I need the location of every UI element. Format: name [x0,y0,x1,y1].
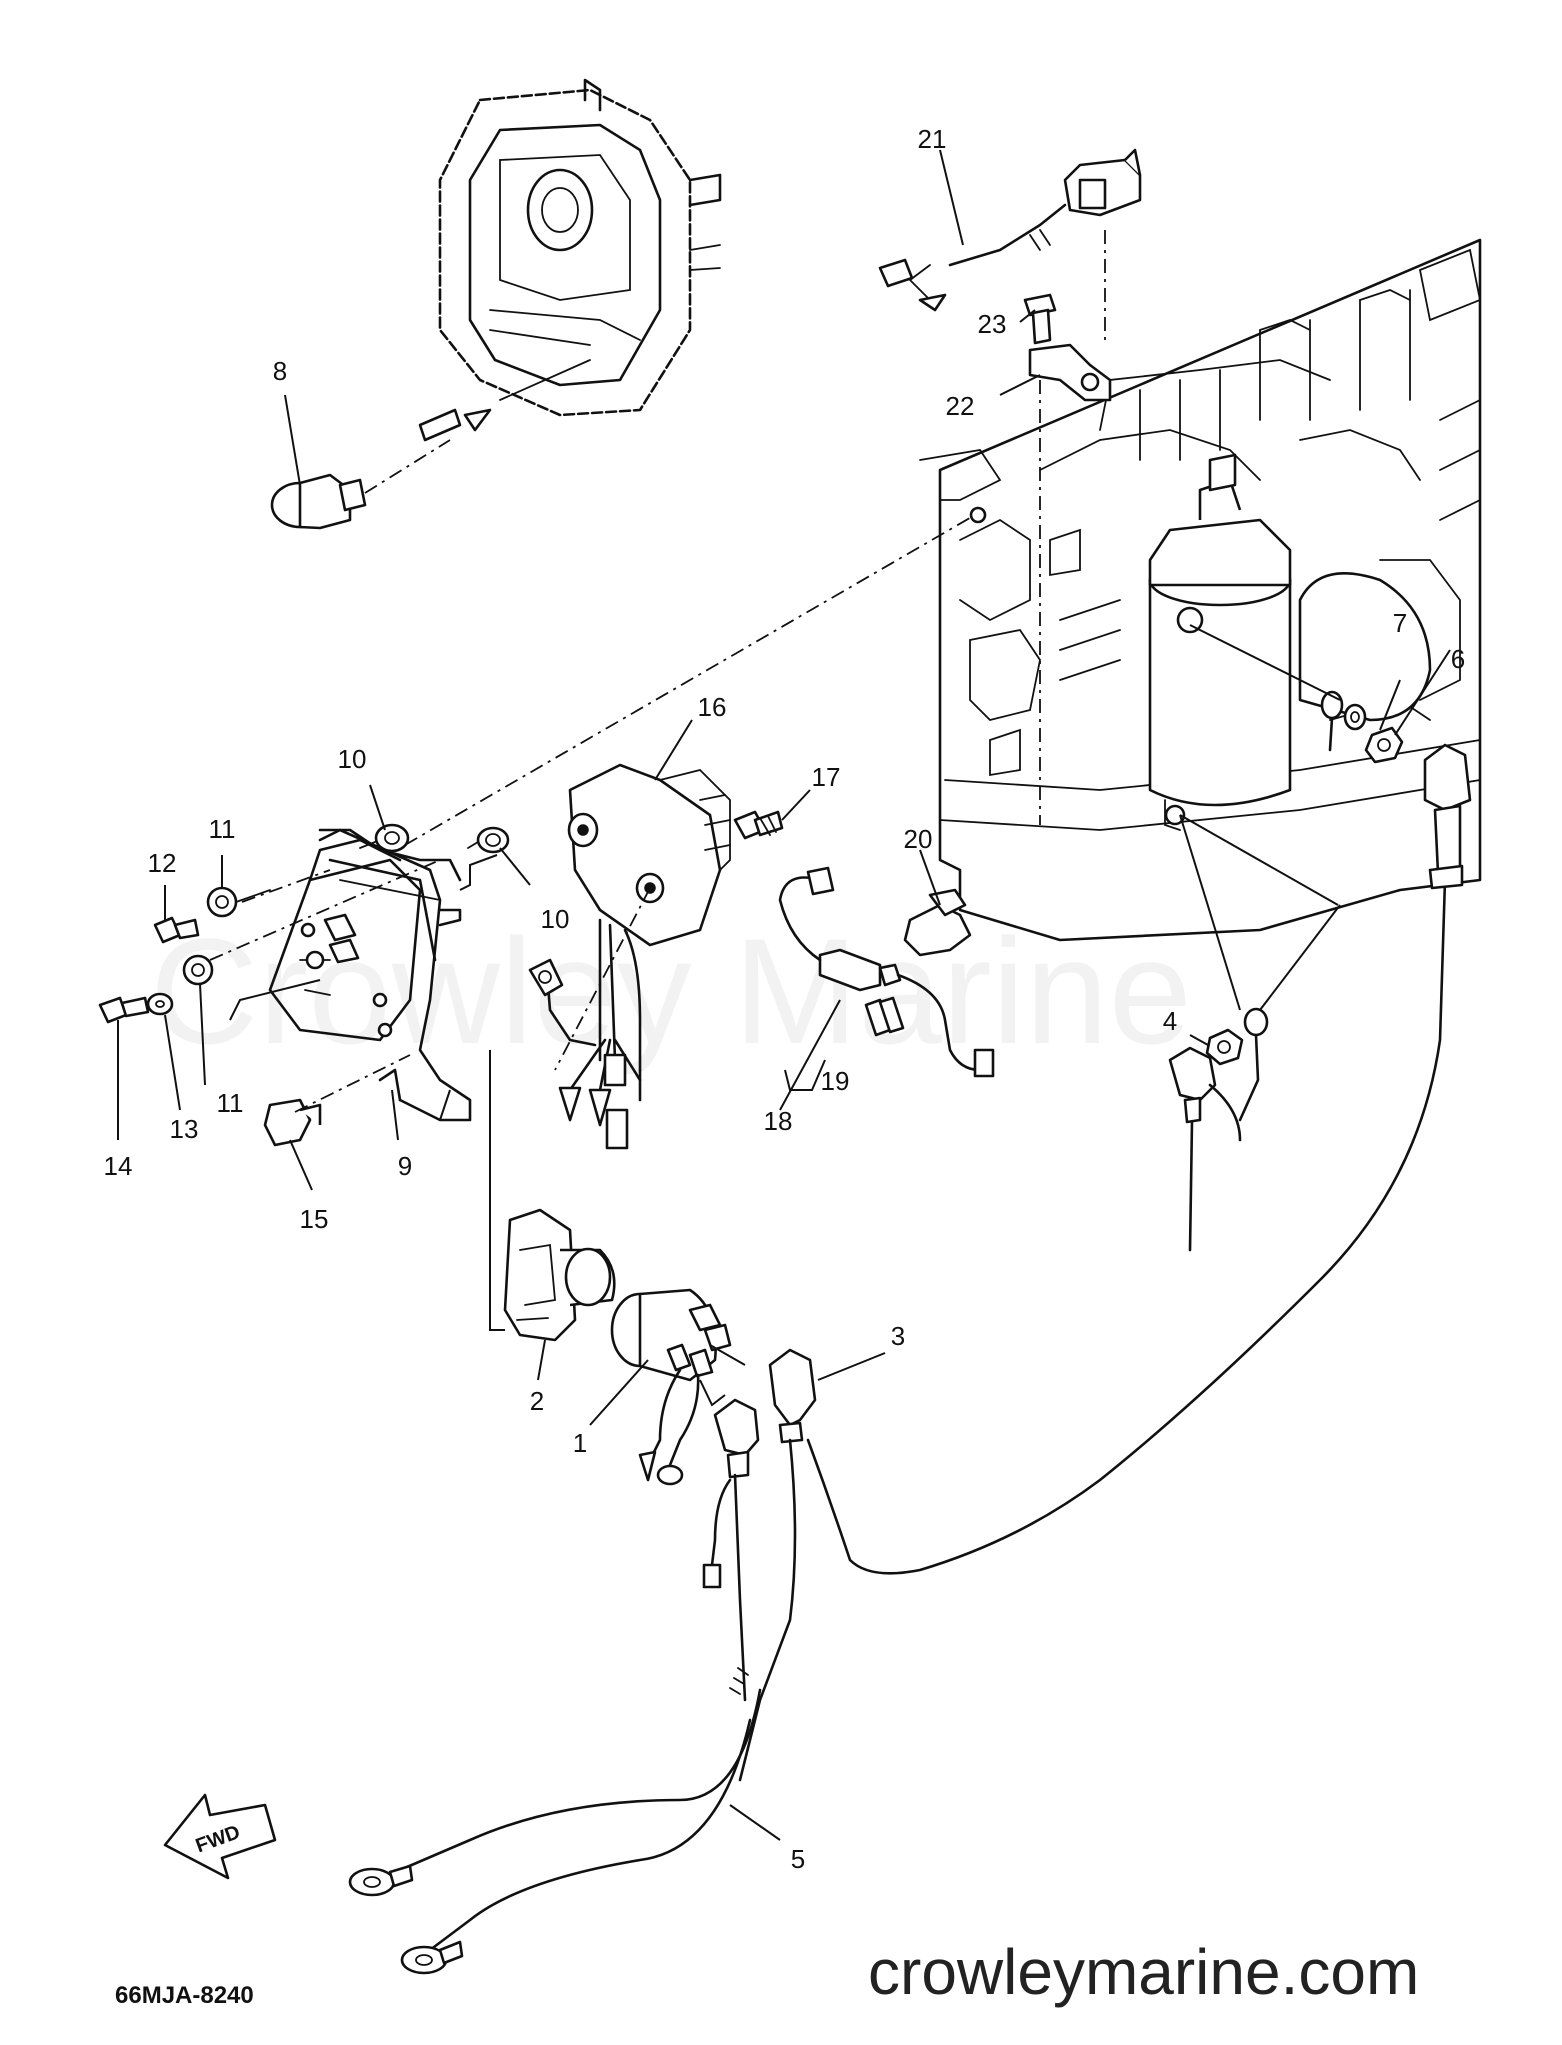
part-21-switch [878,148,1142,340]
part-cap-right [1423,743,1472,890]
part-4-nut [1168,1007,1269,1252]
reference-lines [209,506,1341,1407]
callout-5: 5 [791,1844,805,1874]
callout-4: 4 [1163,1006,1177,1036]
part-11-mount-b [182,954,214,986]
callout-15: 15 [300,1204,329,1234]
callout-16: 16 [698,692,727,722]
callout-11b: 11 [217,1088,244,1118]
fwd-arrow-icon: FWD [163,1793,277,1880]
part-10-grommet-b [467,826,510,854]
callout-17: 17 [812,762,841,792]
part-2-relay-cover [503,1208,616,1342]
part-15-clip [263,1098,322,1147]
part-22-clamp [1028,343,1112,825]
callout-12: 12 [148,848,177,878]
part-14-bolt [98,996,150,1024]
callout-1: 1 [573,1428,587,1458]
callout-3: 3 [891,1321,905,1351]
part-19-fuse [864,996,905,1037]
drawing-code: 66MJA-8240 [115,1982,254,2009]
callouts: 1 2 3 4 5 6 7 8 9 10 10 11 11 12 13 14 1… [104,124,1466,1874]
part-8-plug [270,359,591,530]
part-4-cap [702,1398,760,1702]
callout-2: 2 [530,1386,544,1416]
callout-7: 7 [1393,608,1407,638]
callout-14: 14 [104,1151,133,1181]
part-6-nut [1364,726,1404,764]
part-16-cdi-unit [528,763,731,1150]
callout-10a: 10 [338,744,367,774]
callout-9: 9 [398,1151,412,1181]
callout-leaders [117,149,1451,1841]
part-18-fuse-holder [778,866,995,1078]
part-8-cover [438,78,722,417]
callout-23: 23 [978,309,1007,339]
site-url: crowleymarine.com [868,1936,1420,2008]
callout-8: 8 [273,356,287,386]
part-10-grommet-a [359,823,410,853]
part-20-bracket [903,888,972,957]
part-23-bolt [1023,293,1057,345]
callout-22: 22 [946,391,975,421]
callout-6: 6 [1451,644,1465,674]
part-13-washer [146,992,174,1016]
part-17-bolt [733,810,784,840]
part-11-mount-a [206,886,271,918]
callout-19: 19 [821,1066,850,1096]
callout-13: 13 [170,1114,199,1144]
part-12-bolt [153,916,200,944]
part-3-cap [738,878,1447,1782]
callout-10b: 10 [541,904,570,934]
part-9-bracket [268,828,472,1122]
callout-20: 20 [904,824,933,854]
part-1-relay [610,1288,732,1486]
callout-18: 18 [764,1106,793,1136]
part-5-battery-cables [348,1667,762,1975]
callout-11a: 11 [209,814,236,844]
callout-21: 21 [918,124,947,154]
part-7-washer [1320,690,1367,752]
starter-motor [1148,453,1432,831]
